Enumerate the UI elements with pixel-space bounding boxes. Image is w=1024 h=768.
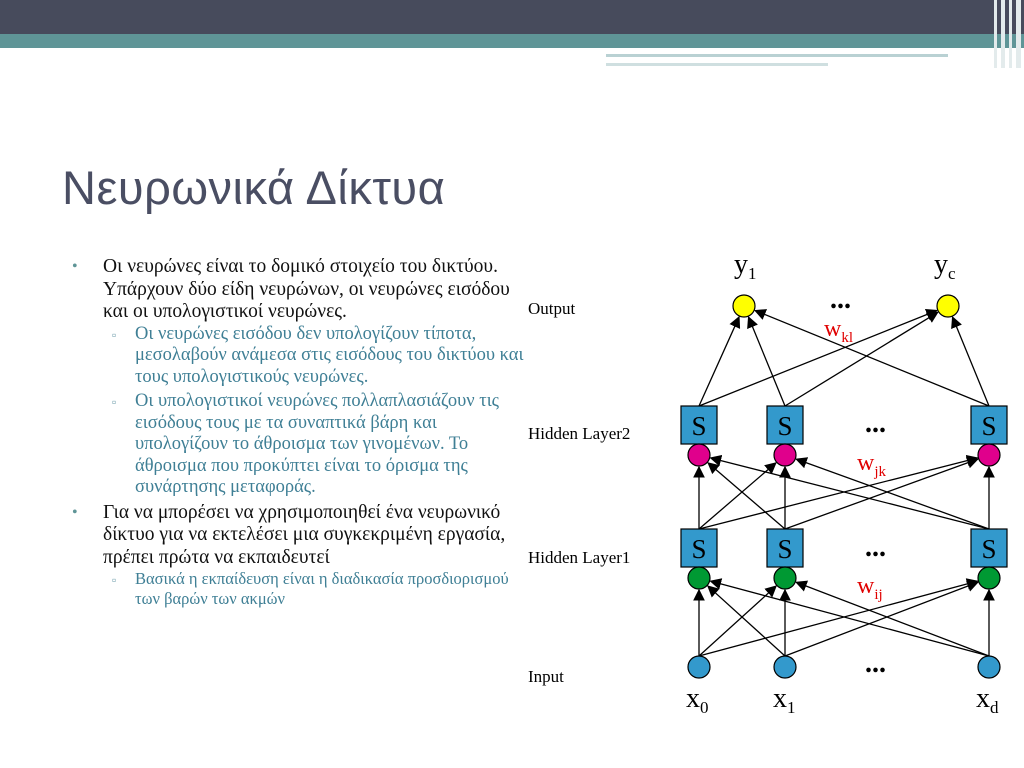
edge-hidden2-output [784, 311, 939, 407]
ellipsis-output: ... [830, 284, 851, 315]
edge-input-hidden1 [709, 578, 990, 657]
sum-symbol: S [981, 534, 996, 564]
input-label-x1: x1 [773, 683, 796, 717]
output-label-yc: yc [934, 249, 956, 283]
slide-content: • Οι νευρώνες είναι το δομικό στοιχείο τ… [70, 256, 532, 612]
hidden1-sum-unit: S [766, 528, 804, 568]
sub-bullet-text: Βασικά η εκπαίδευση είναι η διαδικασία π… [135, 569, 509, 608]
output-node [936, 294, 960, 318]
sum-box [970, 528, 1008, 568]
neural-network-diagram: S S S S S S Output Hidden Layer2 Hidden Layer… [520, 240, 1024, 768]
ellipsis-hidden2: ... [865, 408, 886, 439]
edge-input-hidden1 [698, 578, 979, 657]
input-node [977, 655, 1001, 679]
sub-bullet-text: Οι νευρώνες εισόδου δεν υπολογίζουν τίπο… [135, 323, 524, 387]
edge-input-hidden1 [698, 585, 777, 657]
sub-bullet-marker: ▫ [112, 573, 117, 587]
hidden2-sum-unit: S [680, 405, 718, 445]
layer-label-input: Input [528, 667, 564, 686]
input-label-x0: x0 [686, 683, 709, 717]
ellipsis-input: ... [865, 648, 886, 679]
edge-input-hidden1 [795, 580, 990, 657]
edge-hidden1-hidden2 [698, 462, 777, 530]
edge-hidden1-hidden2 [709, 454, 990, 530]
sum-symbol: S [777, 411, 792, 441]
bullet-marker: • [72, 258, 78, 275]
header-stripe-1 [994, 0, 997, 68]
header-line-2 [606, 63, 828, 66]
sum-symbol: S [691, 411, 706, 441]
header-line-1 [606, 54, 948, 57]
edge-hidden1-hidden2 [784, 457, 979, 530]
sum-symbol: S [777, 534, 792, 564]
sum-box [970, 405, 1008, 445]
bullet-item: • Οι νευρώνες είναι το δομικό στοιχείο τ… [70, 256, 532, 499]
layer-label-hidden1: Hidden Layer1 [528, 548, 630, 567]
weight-label-wij: wij [857, 573, 883, 603]
sub-bullet-item: ▫ Οι υπολογιστικοί νευρώνες πολλαπλασιάζ… [70, 391, 532, 499]
sub-bullet-marker: ▫ [112, 327, 117, 342]
sum-symbol: S [981, 411, 996, 441]
layer-label-hidden2: Hidden Layer2 [528, 424, 630, 443]
hidden1-node [977, 566, 1001, 590]
edge-hidden2-output [698, 315, 741, 407]
bullet-marker: • [72, 503, 78, 521]
edge-hidden1-hidden2 [795, 457, 990, 530]
bullet-text: Για να μπορέσει να χρησιμοποιηθεί ένα νε… [103, 501, 506, 568]
layer-label-output: Output [528, 299, 576, 318]
hidden2-sum-unit: S [970, 405, 1008, 445]
sub-bullet-marker: ▫ [112, 395, 117, 409]
edge-hidden2-output [951, 316, 990, 407]
header-teal-bar [0, 34, 1024, 48]
hidden2-sum-unit: S [766, 405, 804, 445]
sum-box [766, 528, 804, 568]
header-stripe-4 [1016, 0, 1021, 68]
network-edges [693, 308, 995, 657]
edge-input-hidden1 [784, 580, 979, 657]
sub-bullet-list: ▫ Βασικά η εκπαίδευση είναι η διαδικασία… [103, 569, 532, 609]
hidden2-node [773, 443, 797, 467]
sub-bullet-item: ▫ Βασικά η εκπαίδευση είναι η διαδικασία… [70, 569, 532, 609]
hidden2-node [977, 443, 1001, 467]
header-stripe-3 [1009, 0, 1012, 68]
sub-bullet-list: ▫ Οι νευρώνες εισόδου δεν υπολογίζουν τί… [103, 324, 532, 499]
hidden1-node [773, 566, 797, 590]
sum-box [680, 528, 718, 568]
bullet-item: • Για να μπορέσει να χρησιμοποιηθεί ένα … [70, 502, 532, 610]
edge-hidden1-hidden2 [698, 454, 979, 530]
input-node [687, 655, 711, 679]
edge-hidden1-hidden2 [707, 462, 786, 530]
weight-label-wjk: wjk [857, 450, 887, 480]
sum-symbol: S [691, 534, 706, 564]
edge-hidden2-output [754, 309, 990, 407]
hidden1-sum-unit: S [970, 528, 1008, 568]
hidden2-node [687, 443, 711, 467]
bullet-text: Οι νευρώνες είναι το δομικό στοιχείο του… [103, 256, 510, 322]
edge-hidden2-output [698, 308, 938, 407]
input-node [773, 655, 797, 679]
sub-bullet-text: Οι υπολογιστικοί νευρώνες πολλαπλασιάζου… [135, 391, 500, 497]
output-label-y1: y1 [734, 249, 757, 283]
weight-label-wkl: wkl [824, 316, 853, 346]
input-label-xd: xd [976, 683, 999, 717]
output-node [732, 294, 756, 318]
network-nodes: S S S S S S [680, 294, 1008, 679]
header-dark-bar [0, 0, 1024, 34]
ellipsis-hidden1: ... [865, 532, 886, 563]
hidden1-node [687, 566, 711, 590]
sub-bullet-item: ▫ Οι νευρώνες εισόδου δεν υπολογίζουν τί… [70, 324, 532, 389]
edge-input-hidden1 [707, 585, 786, 657]
sum-box [766, 405, 804, 445]
bullet-list: • Οι νευρώνες είναι το δομικό στοιχείο τ… [70, 256, 532, 609]
slide-title: Νευρωνικά Δίκτυα [62, 161, 446, 214]
hidden1-sum-unit: S [680, 528, 718, 568]
edge-hidden2-output [747, 316, 786, 407]
header-stripe-2 [1001, 0, 1005, 68]
